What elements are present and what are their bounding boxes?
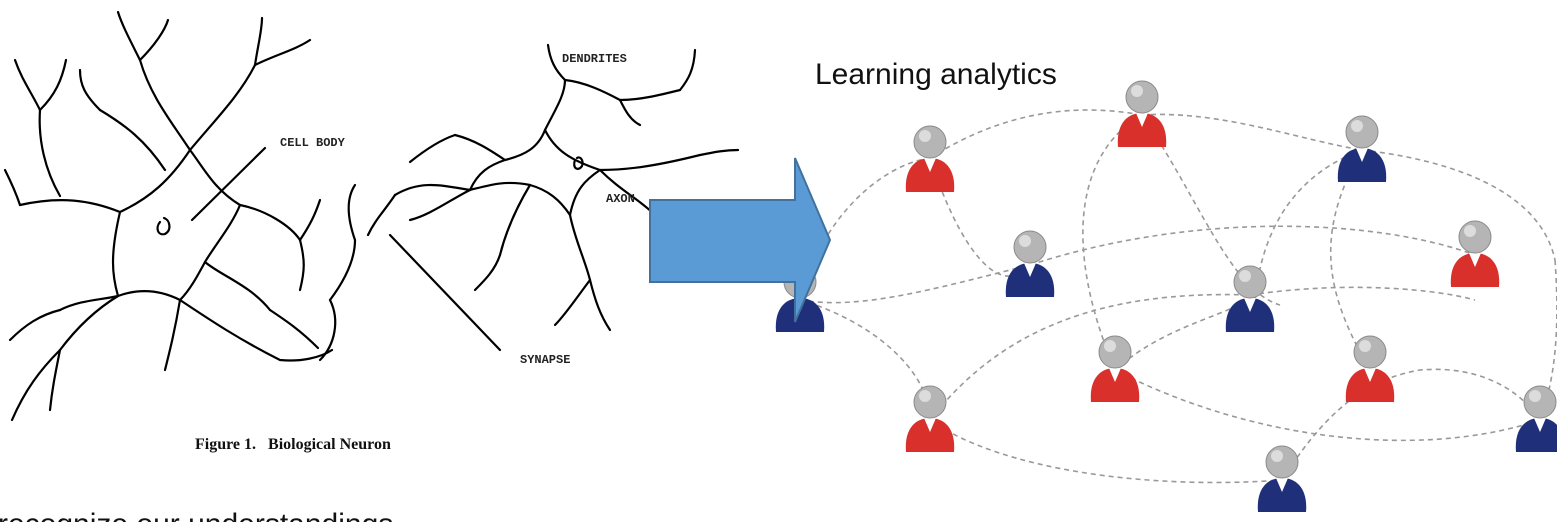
person-head-highlight <box>1239 270 1251 282</box>
network-title: Learning analytics <box>815 58 1057 91</box>
person-node <box>905 385 955 452</box>
person-head-highlight <box>1359 340 1371 352</box>
neuron-drawing <box>3 10 740 422</box>
synapse-label: SYNAPSE <box>520 353 570 367</box>
person-body <box>775 298 825 332</box>
person-body <box>905 158 955 192</box>
person-node <box>1257 445 1307 512</box>
arrow-shape <box>649 157 832 323</box>
person-body <box>1225 298 1275 332</box>
person-collar <box>1109 368 1121 382</box>
person-body <box>1257 478 1307 512</box>
person-collar <box>1364 368 1376 382</box>
person-node <box>1337 115 1387 182</box>
person-head-highlight <box>1019 235 1031 247</box>
person-head-highlight <box>919 130 931 142</box>
person-node <box>1090 335 1140 402</box>
person-head <box>913 125 947 159</box>
person-collar <box>924 418 936 432</box>
axon-label: AXON <box>606 192 635 206</box>
person-body <box>1090 368 1140 402</box>
person-collar <box>924 158 936 172</box>
bottom-text: recognize our understandings <box>0 508 393 522</box>
person-node <box>1117 80 1167 147</box>
person-body <box>1117 113 1167 147</box>
cell-body-label: CELL BODY <box>280 136 346 150</box>
person-node <box>1345 335 1395 402</box>
person-head-highlight <box>1464 225 1476 237</box>
person-head-highlight <box>1351 120 1363 132</box>
person-head-highlight <box>1529 390 1541 402</box>
person-collar <box>1469 253 1481 267</box>
person-head <box>1345 115 1379 149</box>
person-collar <box>1276 478 1288 492</box>
person-head <box>1353 335 1387 369</box>
person-head <box>1523 385 1557 419</box>
person-body <box>1345 368 1395 402</box>
person-body <box>1337 148 1387 182</box>
person-head-highlight <box>919 390 931 402</box>
dendrites-label: DENDRITES <box>562 52 627 66</box>
person-collar <box>1024 263 1036 277</box>
person-collar <box>1136 113 1148 127</box>
person-head-highlight <box>1271 450 1283 462</box>
person-head <box>1265 445 1299 479</box>
figure-caption: Figure 1. Biological Neuron <box>195 436 391 453</box>
person-node <box>905 125 955 192</box>
person-head-highlight <box>1131 85 1143 97</box>
person-body <box>1005 263 1055 297</box>
person-head <box>1233 265 1267 299</box>
person-collar <box>1244 298 1256 312</box>
person-body <box>1450 253 1500 287</box>
person-node <box>1005 230 1055 297</box>
person-head-highlight <box>1104 340 1116 352</box>
person-head <box>1125 80 1159 114</box>
person-collar <box>1534 418 1546 432</box>
person-body <box>1515 418 1557 452</box>
person-node <box>1225 265 1275 332</box>
person-node <box>1450 220 1500 287</box>
person-head <box>1013 230 1047 264</box>
person-collar <box>1356 148 1368 162</box>
person-head <box>1098 335 1132 369</box>
person-head <box>1458 220 1492 254</box>
person-body <box>905 418 955 452</box>
person-node <box>1515 385 1557 452</box>
person-head <box>913 385 947 419</box>
